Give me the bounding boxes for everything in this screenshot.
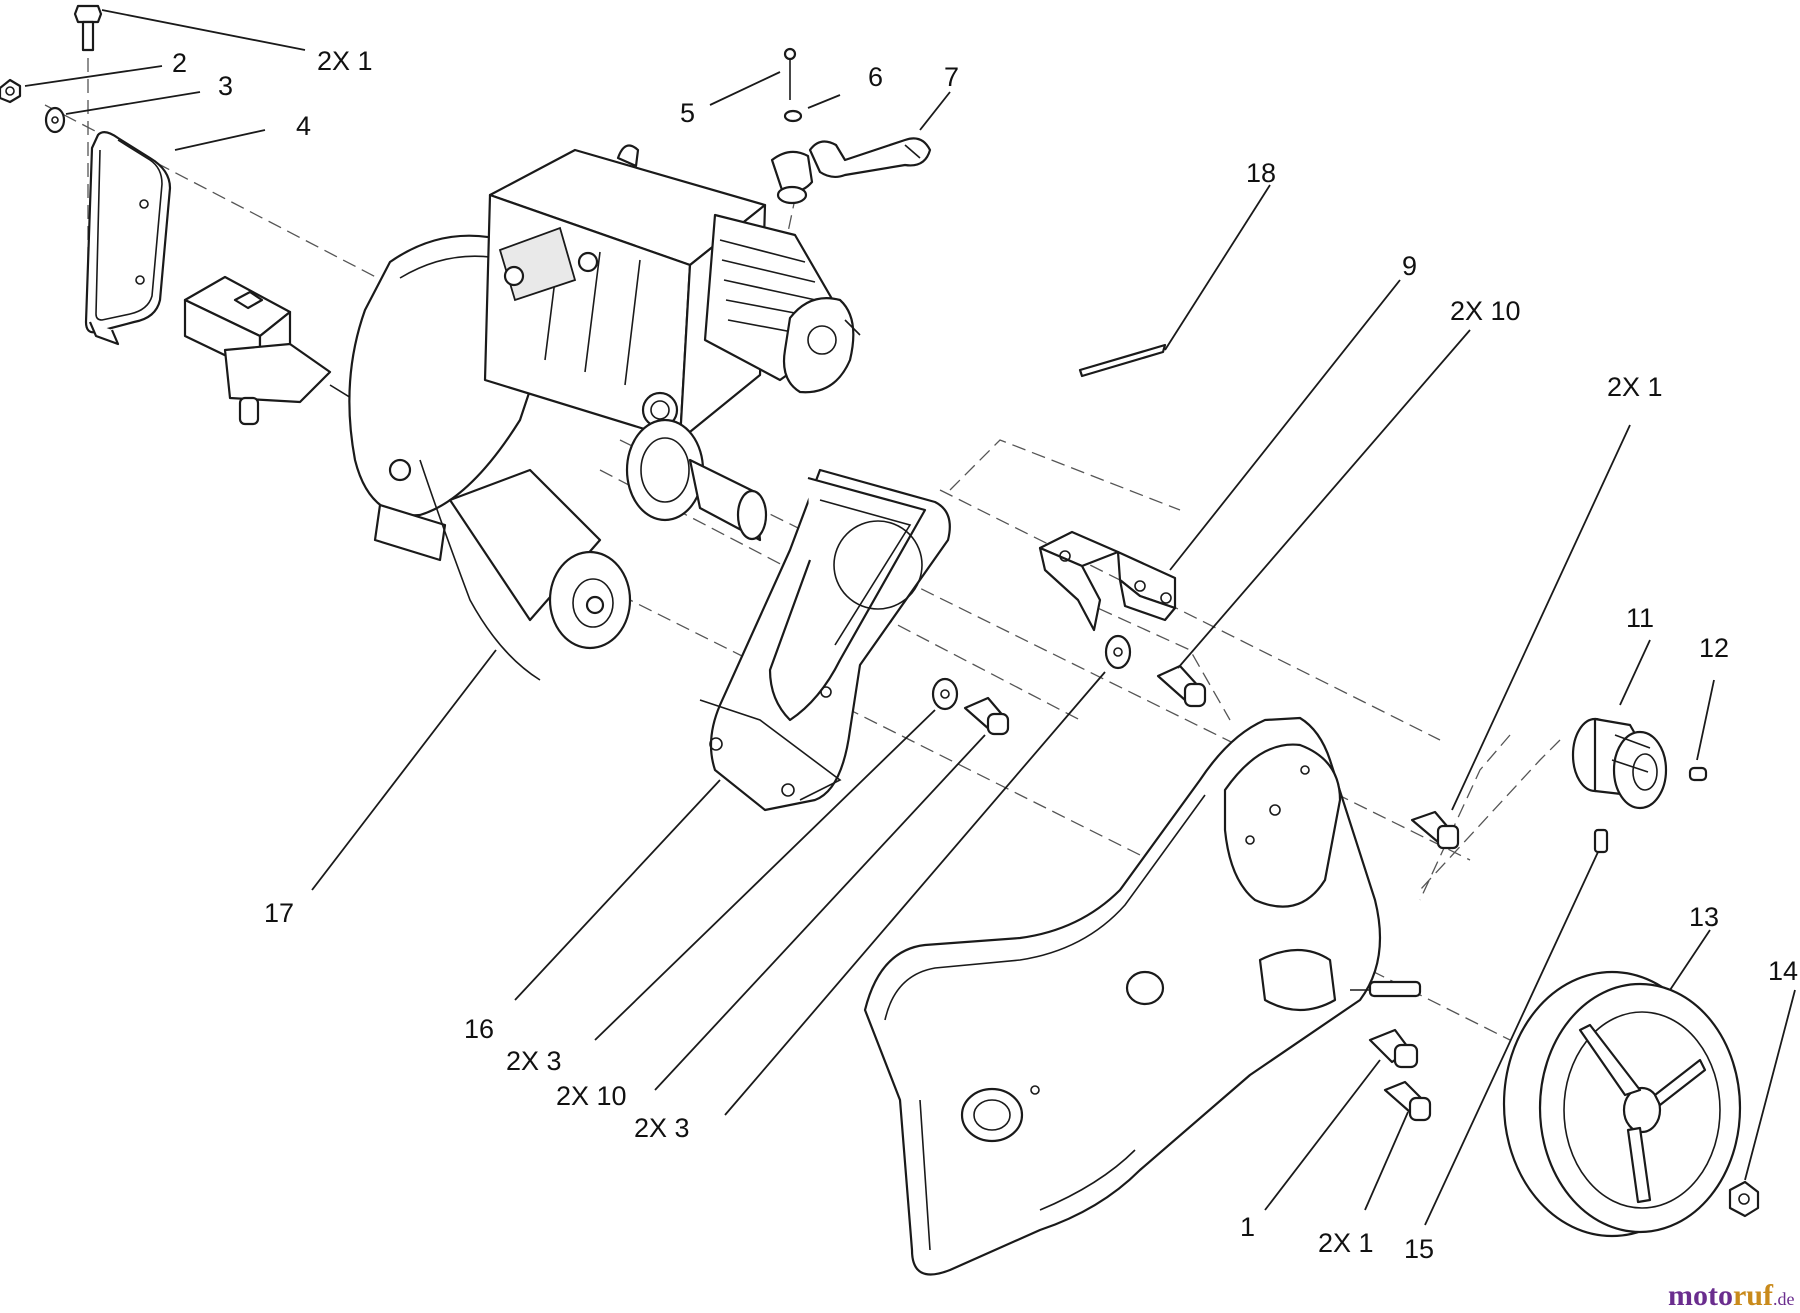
- watermark-suffix: .de: [1773, 1289, 1795, 1309]
- starter-motor: [448, 468, 632, 650]
- callout-17: 17: [264, 898, 294, 928]
- callout-labels: 2X 1 2 3 4 5 6 7 18 9 2X 10 2X 1 11 12 1…: [172, 46, 1798, 1264]
- starter-switch-box: [183, 275, 413, 446]
- callout-2x10-right: 2X 10: [1450, 296, 1521, 326]
- carburetor: [782, 297, 861, 394]
- callout-2x3-b: 2X 3: [634, 1113, 690, 1143]
- bolt-part-1-lowest: [1383, 1080, 1432, 1122]
- callout-16: 16: [464, 1014, 494, 1044]
- washer-part-3: [44, 106, 66, 134]
- bolt-part-1-top: [73, 4, 103, 52]
- frame-chassis: [863, 716, 1422, 1276]
- svg-text:motoruf.de: motoruf.de: [1668, 1279, 1794, 1312]
- engine-part-17: [348, 144, 861, 681]
- callout-2x1-right: 2X 1: [1607, 372, 1663, 402]
- callout-leader-lines: [24, 9, 1796, 1226]
- callout-18: 18: [1246, 158, 1276, 188]
- wheel-part-13: [1502, 970, 1742, 1238]
- washer-part-10-lower: [931, 677, 959, 711]
- callout-2x10-low: 2X 10: [556, 1081, 627, 1111]
- nut-part-14: [1728, 1180, 1760, 1218]
- callout-11: 11: [1626, 603, 1654, 633]
- callout-12: 12: [1699, 633, 1729, 663]
- callout-9: 9: [1402, 251, 1417, 281]
- callout-5: 5: [680, 98, 695, 128]
- callout-4: 4: [296, 111, 311, 141]
- callout-2x1-bottom: 2X 1: [1318, 1228, 1374, 1258]
- bolt-part-3-lower: [963, 696, 1010, 736]
- callout-15: 15: [1404, 1234, 1434, 1264]
- callout-2x1-top: 2X 1: [317, 46, 373, 76]
- callout-14: 14: [1768, 956, 1798, 986]
- callout-6: 6: [868, 62, 883, 92]
- bracket-part-9: [1038, 530, 1177, 632]
- key-part-15: [1593, 828, 1609, 854]
- nut-part-2: [0, 78, 22, 104]
- pulley-part-11: [1571, 717, 1668, 810]
- watermark-part1: moto: [1668, 1279, 1733, 1312]
- callout-3: 3: [218, 71, 233, 101]
- bolt-part-1-right: [1410, 810, 1460, 850]
- callout-7: 7: [944, 62, 959, 92]
- screw-part-5: [783, 47, 797, 100]
- cotter-pin-part-18: [1078, 343, 1167, 378]
- washer-part-6: [783, 109, 803, 123]
- crankshaft: [625, 418, 768, 542]
- callout-2x3-a: 2X 3: [506, 1046, 562, 1076]
- key-part-7: [770, 137, 932, 205]
- bolt-part-3-upper: [1156, 664, 1207, 708]
- watermark-part2: ruf: [1733, 1279, 1774, 1312]
- callout-2: 2: [172, 48, 187, 78]
- watermark-logo: motoruf.de: [1668, 1279, 1794, 1312]
- bolt-part-1-lower: [1368, 1028, 1419, 1069]
- bracket-plate-part-4: [84, 131, 172, 346]
- callout-1: 1: [1240, 1212, 1255, 1242]
- washer-part-10-upper: [1104, 634, 1132, 670]
- callout-13: 13: [1689, 902, 1719, 932]
- set-screw-part-12: [1688, 766, 1708, 782]
- belt-guard-part-16: [699, 468, 951, 812]
